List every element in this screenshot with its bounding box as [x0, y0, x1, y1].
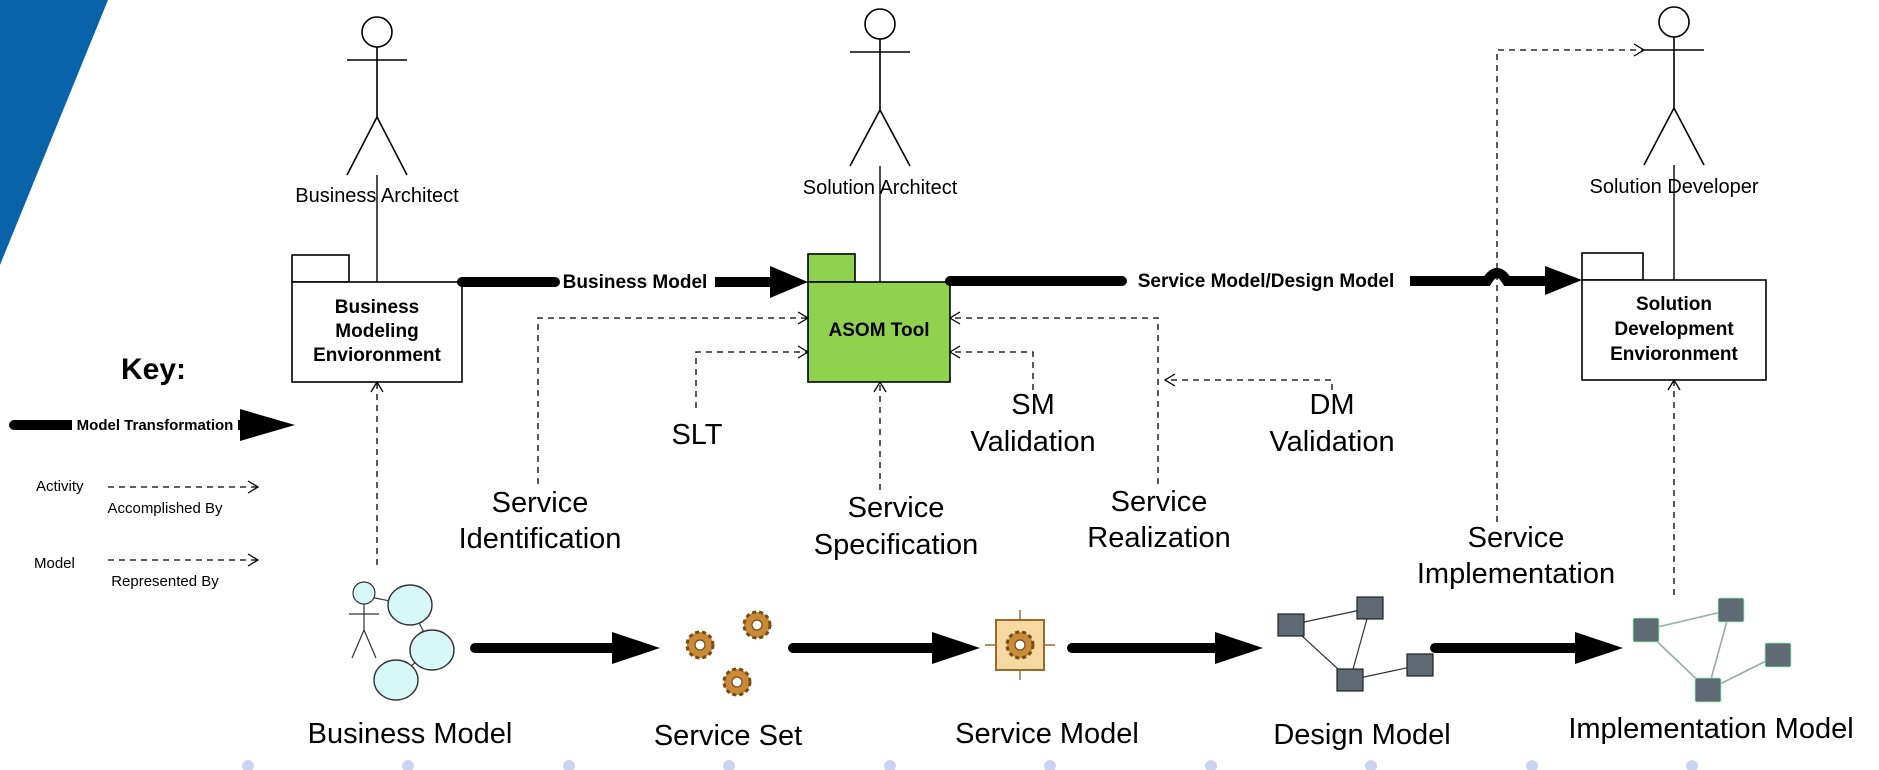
flow-label-business-model: Business Model	[563, 272, 708, 293]
arrow-service-realization	[948, 311, 1159, 484]
activity-label-sm-line-2: Validation	[970, 426, 1095, 458]
implementation-model-icon	[1632, 597, 1792, 703]
box-label-business-line-3: Envioronment	[313, 345, 441, 366]
design-model-icon	[1277, 596, 1434, 692]
bottom-arrow-3	[1067, 632, 1263, 664]
flow-service-design-model-arrow	[945, 266, 1582, 295]
accent-band	[0, 0, 108, 265]
model-label-service-set: Service Set	[654, 720, 802, 752]
model-label-design-model: Design Model	[1273, 719, 1450, 751]
box-label-solution-line-1: Solution	[1636, 294, 1712, 315]
bottom-arrow-4	[1430, 632, 1623, 664]
key-title: Key:	[121, 353, 186, 386]
box-label-business-line-1: Business	[335, 297, 419, 318]
bottom-arrow-2	[788, 632, 980, 664]
key-label-model: Model	[34, 555, 75, 572]
model-label-business-model: Business Model	[308, 718, 513, 750]
arrow-sm-validation	[948, 345, 1034, 390]
key-label-accomplished-by: Accomplished By	[107, 500, 223, 517]
arrow-dm-validation	[1163, 373, 1333, 390]
asom-tool-box: ASOM Tool	[807, 253, 951, 383]
activity-label-realization-line-2: Realization	[1087, 522, 1230, 554]
bottom-arrow-1	[470, 632, 660, 664]
arrow-slt	[695, 345, 810, 408]
model-label-service-model: Service Model	[955, 718, 1139, 750]
key-label-model-transformation: Model Transformation	[77, 417, 234, 434]
slide-dots	[242, 760, 1698, 770]
activity-label-implementation-line-1: Service	[1468, 522, 1565, 554]
key-label-activity: Activity	[36, 478, 84, 495]
business-modeling-environment-box: Business Modeling Envioronment	[291, 254, 463, 383]
arrow-service-identification	[537, 311, 810, 484]
actor-solution-architect	[849, 8, 911, 167]
box-label-solution-line-3: Envioronment	[1610, 344, 1738, 365]
activity-label-implementation-line-2: Implementation	[1417, 558, 1615, 590]
activity-label-dm-line-1: DM	[1309, 389, 1354, 421]
actor-solution-developer	[1643, 6, 1705, 166]
activity-label-slt: SLT	[671, 419, 722, 451]
activity-label-identification-line-2: Identification	[459, 523, 622, 555]
activity-label-sm-line-1: SM	[1011, 389, 1055, 421]
box-label-solution-line-2: Development	[1614, 319, 1734, 340]
box-label-business-line-2: Modeling	[335, 321, 418, 342]
activity-label-specification-line-1: Service	[848, 492, 945, 524]
activity-label-identification-line-1: Service	[492, 487, 589, 519]
key-label-represented-by: Represented By	[111, 573, 219, 590]
activity-label-realization-line-1: Service	[1111, 486, 1208, 518]
activity-label-dm-line-2: Validation	[1269, 426, 1394, 458]
arrow-service-implementation	[1496, 43, 1646, 522]
flow-label-service-design-model: Service Model/Design Model	[1138, 271, 1395, 292]
activity-label-specification-line-2: Specification	[814, 529, 978, 561]
service-set-icon	[685, 610, 772, 697]
box-label-asom-tool: ASOM Tool	[829, 320, 930, 341]
solution-development-environment-box: Solution Development Envioronment	[1581, 252, 1767, 381]
service-model-icon	[985, 610, 1055, 680]
model-label-implementation-model: Implementation Model	[1568, 713, 1853, 745]
flow-business-model-arrow	[457, 266, 808, 298]
actor-business-architect	[346, 16, 408, 176]
business-model-icon	[349, 581, 455, 701]
